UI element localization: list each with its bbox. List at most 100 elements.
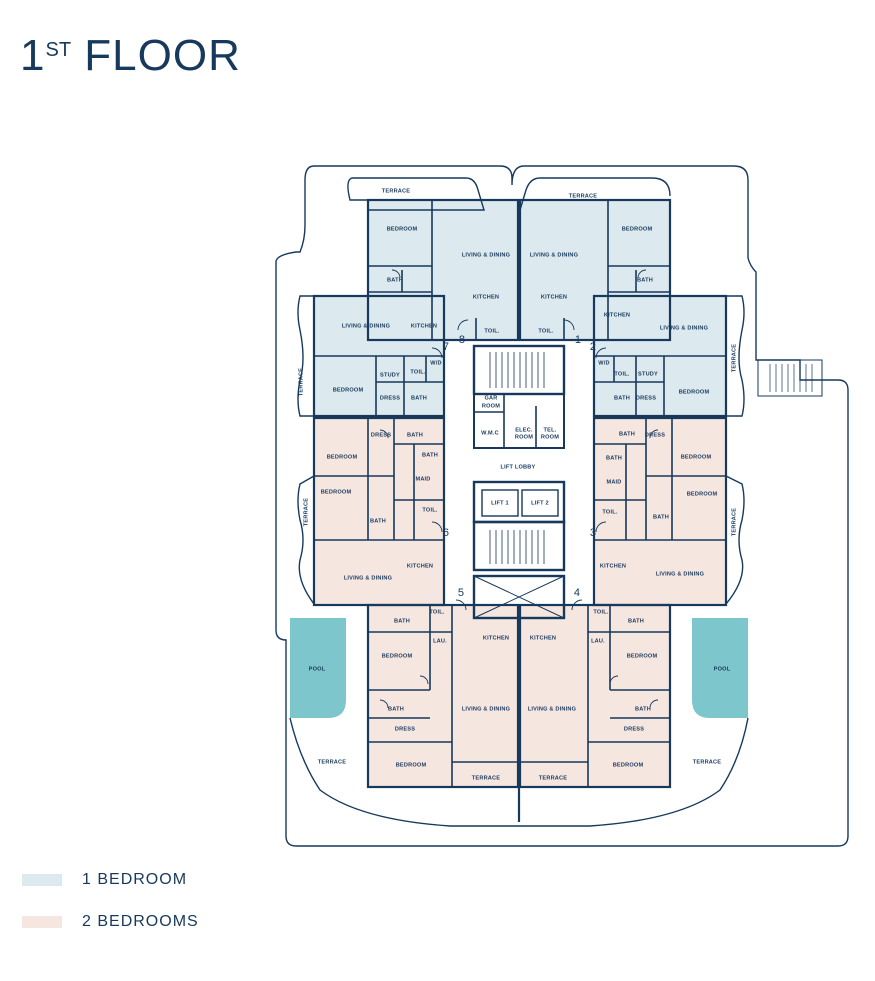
unit-2-partitions	[594, 355, 726, 416]
unit-number-3: 3	[590, 527, 596, 539]
legend-swatch-1-bedroom	[22, 874, 62, 886]
label-wd-u7: W/D	[430, 360, 441, 366]
terrace-top-left-edge	[347, 177, 485, 211]
label-study-u2: STUDY	[638, 371, 658, 377]
label-lift-lobby: LIFT LOBBY	[501, 464, 536, 470]
label-terrace-bottom-right: TERRACE	[693, 759, 722, 765]
label-bedroom-u7: BEDROOM	[333, 387, 364, 393]
label-living-u7: LIVING & DINING	[342, 323, 390, 329]
label-pool-left: POOL	[309, 666, 326, 672]
label-bath-u6b: BATH	[422, 452, 438, 458]
label-terrace-right: TERRACE	[731, 344, 737, 373]
label-bedroom-u5b: BEDROOM	[396, 762, 427, 768]
label-kitchen-u7: KITCHEN	[411, 323, 437, 329]
unit-5-partitions	[368, 605, 518, 787]
pool-left-fill	[290, 618, 346, 718]
label-pool-right: POOL	[714, 666, 731, 672]
legend-swatch-2-bedrooms	[22, 916, 62, 928]
label-gar-room-2: ROOM	[482, 403, 500, 409]
label-toil-u3: TOIL.	[602, 509, 617, 515]
label-toil-u1: TOIL.	[538, 328, 553, 334]
stair-top	[472, 344, 566, 396]
label-living-u2: LIVING & DINING	[660, 325, 708, 331]
label-toil-u6: TOIL.	[422, 507, 437, 513]
label-maid-u6: MAID	[415, 476, 430, 482]
terrace-left2-edge	[297, 475, 315, 605]
label-elec-room-2: ROOM	[515, 434, 533, 440]
label-bedroom-u4a: BEDROOM	[627, 653, 658, 659]
unit-7-partitions	[314, 355, 444, 416]
label-bath-u4b: BATH	[635, 706, 651, 712]
label-dress-u5: DRESS	[395, 726, 415, 732]
terrace-right-edge	[726, 295, 745, 417]
label-bedroom-u8: BEDROOM	[387, 226, 418, 232]
outer-boundary	[275, 165, 849, 847]
label-maid-u3: MAID	[606, 479, 621, 485]
label-bath-u3a: BATH	[619, 431, 635, 437]
label-dress-u2: DRESS	[636, 395, 656, 401]
label-lift-1: LIFT 1	[491, 500, 509, 506]
void-box	[472, 574, 566, 620]
label-dress-u4: DRESS	[624, 726, 644, 732]
unit-number-4: 4	[574, 587, 580, 599]
service-rooms	[473, 393, 565, 449]
unit-1-partitions	[563, 200, 670, 340]
lift-1-shaft	[481, 489, 519, 517]
label-bath-u3b: BATH	[606, 455, 622, 461]
label-terrace-right-2: TERRACE	[731, 508, 737, 537]
label-lau-u5: LAU.	[433, 638, 447, 644]
terrace-left-edge	[297, 295, 314, 417]
label-living-u3: LIVING & DINING	[656, 571, 704, 577]
label-living-u6: LIVING & DINING	[344, 575, 392, 581]
label-lift-2: LIFT 2	[531, 500, 549, 506]
label-toil-u4: TOIL.	[593, 609, 608, 615]
label-kitchen-u1: KITCHEN	[541, 294, 567, 300]
label-kitchen-u8: KITCHEN	[473, 294, 499, 300]
plan-walls	[275, 165, 849, 847]
unit-number-7: 7	[443, 341, 449, 353]
label-tel-room-1: TEL.	[544, 427, 557, 433]
unit-6-fill	[314, 418, 444, 605]
label-bedroom-u1: BEDROOM	[622, 226, 653, 232]
unit-6-partitions	[314, 418, 444, 541]
label-bedroom-u3a: BEDROOM	[681, 454, 712, 460]
external-stair-steps	[769, 364, 813, 392]
label-bedroom-u6b: BEDROOM	[321, 489, 352, 495]
label-gar-room-1: GAR	[484, 395, 497, 401]
label-kitchen-u4: KITCHEN	[530, 635, 556, 641]
unit-3-fill	[594, 418, 726, 605]
legend-label-1-bedroom: 1 BEDROOM	[82, 871, 188, 888]
lift-2-shaft	[521, 489, 559, 517]
unit-4-partitions	[520, 605, 670, 787]
unit-3-partitions	[594, 418, 726, 541]
label-terrace-bottom-c1: TERRACE	[472, 775, 501, 781]
label-kitchen-u2: KITCHEN	[604, 312, 630, 318]
label-tel-room-2: ROOM	[541, 434, 559, 440]
label-kitchen-u3: KITCHEN	[600, 563, 626, 569]
door-swings	[379, 269, 659, 709]
floor-title-number: 1	[20, 31, 46, 80]
unit-number-6: 6	[443, 527, 449, 539]
unit-number-1: 1	[575, 334, 581, 346]
floor-title-word: FLOOR	[84, 31, 241, 80]
label-wd-u2: W/D	[598, 360, 609, 366]
stair-bottom	[472, 520, 566, 572]
label-living-u5: LIVING & DINING	[462, 706, 510, 712]
unit-number-2: 2	[590, 341, 596, 353]
label-toil-u2: TOIL.	[614, 371, 629, 377]
floor-title: 1ST FLOOR	[20, 34, 241, 78]
label-bedroom-u4b: BEDROOM	[613, 762, 644, 768]
terrace-right2-edge	[725, 475, 745, 605]
plan-labels: TERRACE TERRACE TERRACE TERRACE TERRACE …	[298, 188, 737, 781]
label-bath-u7: BATH	[411, 395, 427, 401]
label-dress-u3: DRESS	[645, 432, 665, 438]
unit-5-fill	[368, 605, 518, 787]
label-bath-u6c: BATH	[370, 518, 386, 524]
label-bath-u6a: BATH	[407, 432, 423, 438]
label-bath-u4a: BATH	[628, 618, 644, 624]
legend-label-2-bedrooms: 2 BEDROOMS	[82, 913, 199, 930]
label-bath-u3c: BATH	[653, 514, 669, 520]
label-terrace-top-left: TERRACE	[382, 188, 411, 194]
label-study-u7: STUDY	[380, 372, 400, 378]
label-bath-u2: BATH	[614, 395, 630, 401]
